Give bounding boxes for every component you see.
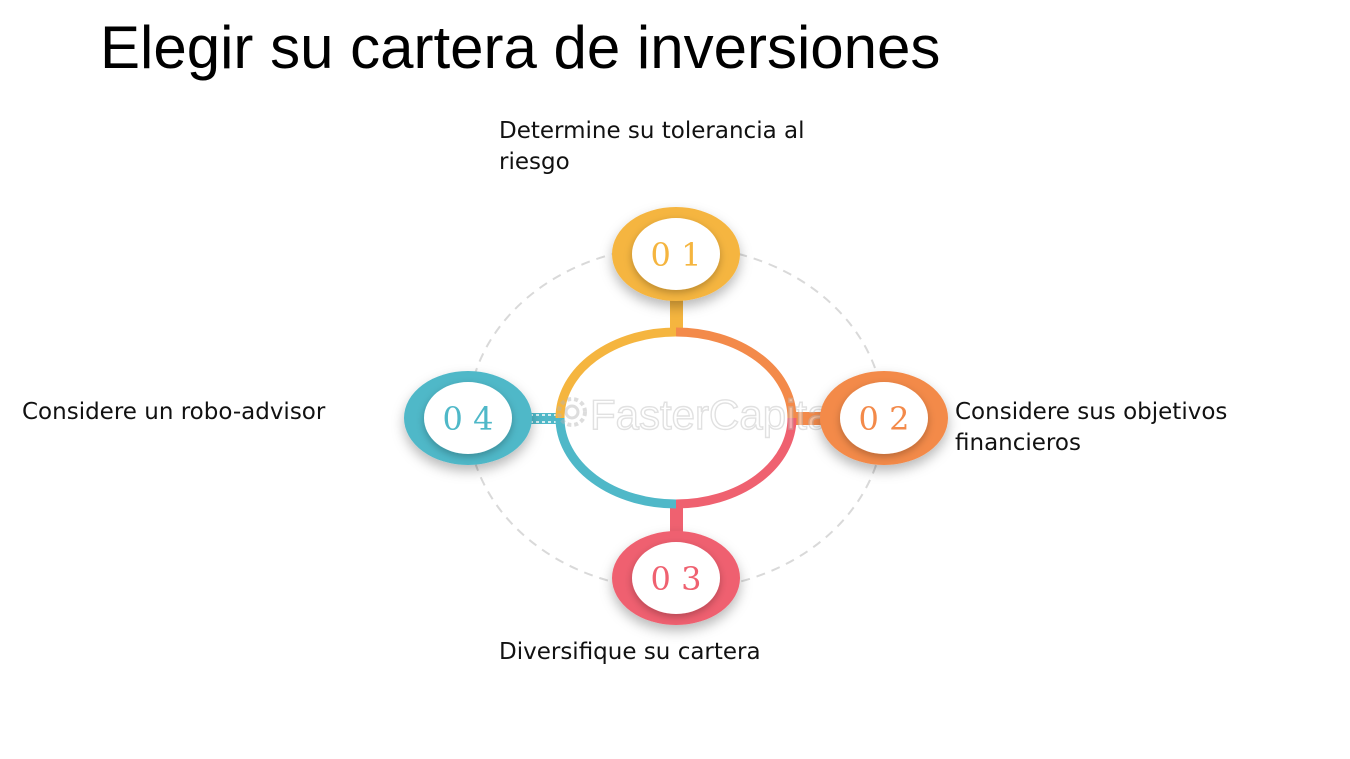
connector-1 (670, 300, 683, 336)
step-2-label: Considere sus objetivos financieros (955, 399, 1228, 456)
page-title: Elegir su cartera de inversiones (100, 14, 941, 81)
step-4-inner (424, 382, 512, 454)
step-4-label: Considere un robo-advisor (22, 399, 326, 425)
ring-arc-3 (675, 417, 797, 509)
watermark-text: FasterCapital (590, 391, 840, 438)
step-1-number: 0 1 (651, 236, 702, 274)
connector-2 (790, 412, 824, 425)
ring-arc-1 (555, 327, 677, 419)
connector-4 (527, 413, 561, 424)
step-2-inner (840, 382, 928, 454)
ring-arc-2 (675, 327, 797, 419)
ring-arc-4 (555, 417, 677, 509)
step-3-label: Diversifique su cartera (499, 639, 761, 665)
step-3-number: 0 3 (651, 560, 702, 598)
gear-icon (557, 397, 587, 427)
step-2-number: 0 2 (859, 400, 910, 438)
step-1-inner (632, 218, 720, 290)
connector-3 (670, 500, 683, 536)
step-3-inner (632, 542, 720, 614)
step-1-label: Determine su tolerancia al riesgo (499, 118, 805, 175)
step-4-number: 0 4 (443, 400, 494, 438)
watermark: FasterCapital (557, 390, 840, 439)
